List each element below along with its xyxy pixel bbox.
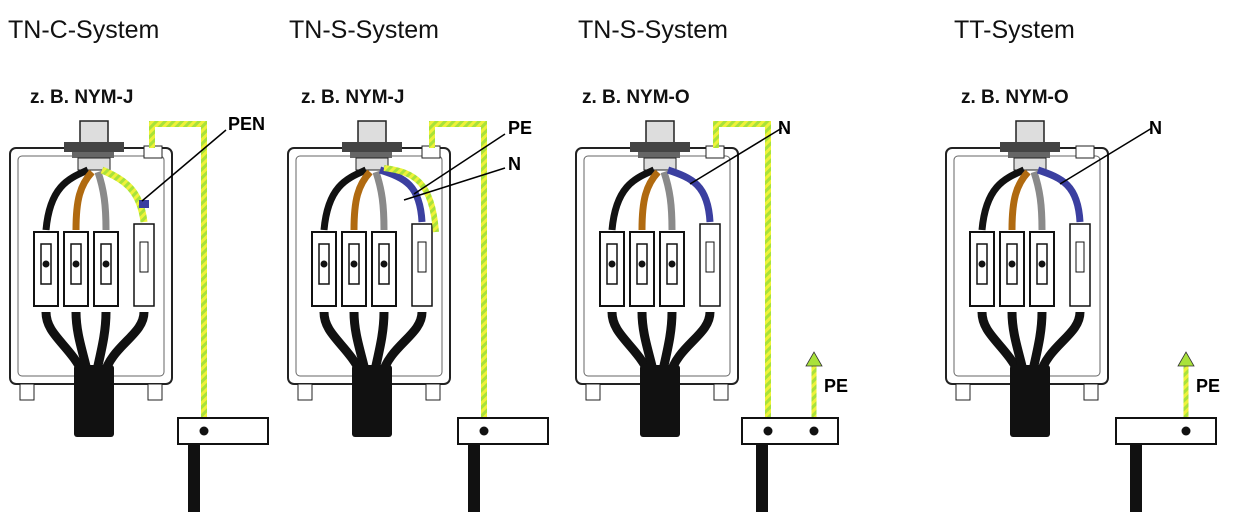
system-title: TN-S-System (578, 16, 728, 44)
system-title: TN-S-System (289, 16, 439, 44)
fuse-base-l2 (999, 231, 1025, 307)
earth-conductor (149, 121, 207, 428)
leader-line (403, 167, 506, 201)
equipotential-bar (741, 417, 839, 512)
label-n: N (778, 118, 791, 138)
outgoing-cable (319, 311, 427, 437)
fuse-base-l2 (341, 231, 367, 307)
terminal-pen (133, 223, 155, 307)
equipotential-bar (177, 417, 269, 512)
fuse-base-l3 (659, 231, 685, 307)
outgoing-cable (977, 311, 1085, 437)
fuse-base-l3 (93, 231, 119, 307)
cable-type: z. B. NYM-J (301, 87, 404, 108)
earth-conductor (713, 121, 771, 428)
pe-arrow (1177, 351, 1195, 428)
equipotential-bar (1115, 417, 1217, 512)
fuse-base-l1 (969, 231, 995, 307)
cable-type: z. B. NYM-O (961, 87, 1069, 108)
label-pe-arrow: PE (824, 376, 848, 396)
conductors (42, 166, 149, 231)
system-title: TN-C-System (8, 16, 159, 44)
panel-tn-s-nym-o: TN-S-System z. B. NYM-O (575, 16, 848, 512)
panel-tn-c: TN-C-System z. B. NYM-J (8, 16, 269, 512)
leader-line (689, 127, 783, 185)
fuse-base-l3 (371, 231, 397, 307)
cable-type: z. B. NYM-O (582, 87, 690, 108)
label-n: N (508, 154, 521, 174)
pe-arrow (805, 351, 823, 428)
fuse-base-l1 (599, 231, 625, 307)
fuse-base-l2 (63, 231, 89, 307)
panel-tt: TT-System z. B. NYM-O (945, 16, 1220, 512)
label-pe-arrow: PE (1196, 376, 1220, 396)
outgoing-cable (607, 311, 715, 437)
label-pe: PE (508, 118, 532, 138)
label-pen: PEN (228, 114, 265, 134)
conductors (320, 165, 439, 233)
label-n: N (1149, 118, 1162, 138)
terminal-n (411, 223, 433, 307)
conductors (978, 166, 1084, 231)
panel-tn-s-nym-j: TN-S-System z. B. NYM-J (287, 16, 549, 512)
conductors (608, 166, 714, 231)
terminal-n (1069, 223, 1091, 307)
system-title: TT-System (954, 16, 1075, 44)
cable-type: z. B. NYM-J (30, 87, 133, 108)
terminal-n (699, 223, 721, 307)
leader-line (141, 129, 227, 202)
fuse-base-l1 (311, 231, 337, 307)
earth-conductor (429, 121, 487, 428)
leader-line (413, 133, 506, 195)
equipotential-bar (457, 417, 549, 512)
fuse-base-l1 (33, 231, 59, 307)
fuse-base-l2 (629, 231, 655, 307)
outgoing-cable (41, 311, 149, 437)
fuse-base-l3 (1029, 231, 1055, 307)
leader-line (1059, 127, 1153, 185)
